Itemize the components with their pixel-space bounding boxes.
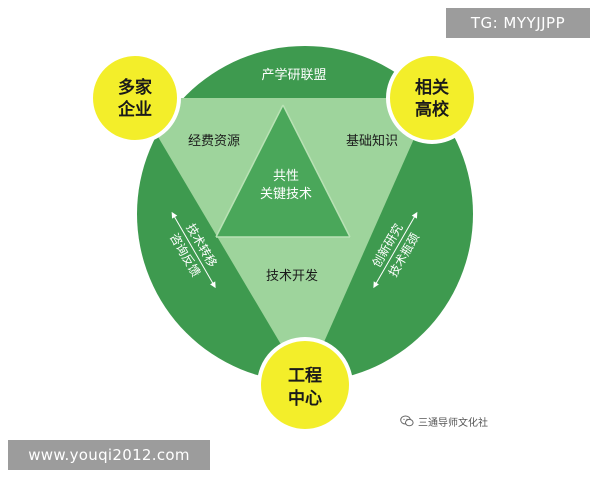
node-enterprises-line1: 多家	[118, 77, 152, 98]
center-triangle	[216, 105, 350, 237]
right-side-arrow	[374, 215, 416, 285]
center-label-line1: 共性	[273, 169, 299, 184]
brand-label: 三通导师文化社	[418, 417, 488, 429]
left-segment-label: 经费资源	[188, 134, 240, 149]
left-side-arrow	[173, 215, 215, 285]
node-engineering-line2: 中心	[288, 388, 322, 409]
triangle-divider-left	[215, 104, 284, 238]
node-engineering-center: 工程 中心	[257, 337, 353, 433]
triangle-divider-right	[282, 104, 351, 238]
left-side-arrowhead-left	[171, 211, 178, 219]
right-side-arrowhead-left	[373, 281, 379, 289]
main-triangle	[135, 98, 432, 385]
wechat-icon	[400, 415, 414, 427]
node-universities-line2: 高校	[415, 99, 450, 120]
node-enterprises-line2: 企业	[117, 99, 152, 120]
watermark-top: TG: MYYJJPP	[446, 8, 590, 38]
brand-mark: 三通导师文化社	[400, 413, 488, 429]
watermark-bottom: www.youqi2012.com	[8, 440, 210, 470]
node-universities-line1: 相关	[415, 77, 449, 98]
right-side-arrowhead-right	[411, 211, 418, 219]
center-label-line2: 关键技术	[260, 187, 312, 202]
node-universities: 相关 高校	[386, 52, 478, 144]
bottom-segment-label: 技术开发	[266, 268, 318, 284]
arc-top-label: 产学研联盟	[261, 67, 326, 83]
node-enterprises: 多家 企业	[89, 52, 181, 144]
right-segment-label: 基础知识	[346, 133, 398, 149]
left-side-arrowhead-right	[210, 281, 216, 289]
node-engineering-line1: 工程	[288, 366, 322, 386]
